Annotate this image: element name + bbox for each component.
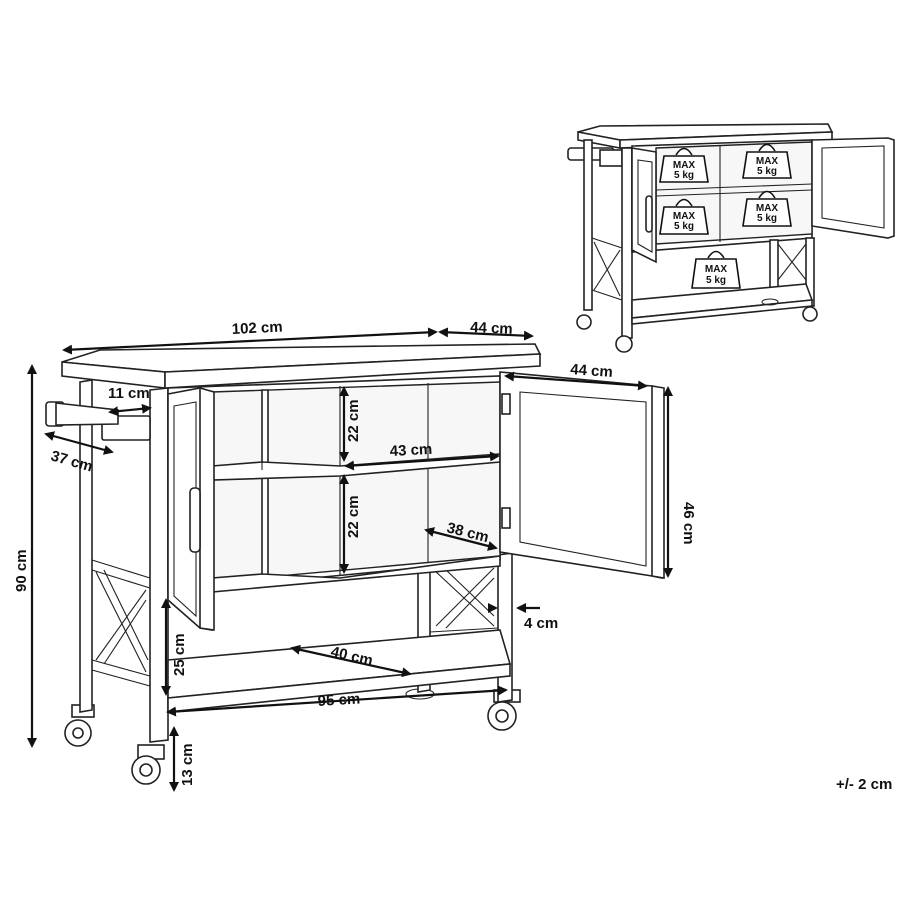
dimension-width-top: 102 cm bbox=[231, 319, 283, 338]
weight-label-kg: 5 kg bbox=[674, 221, 694, 232]
weight-label-max: MAX bbox=[673, 160, 696, 171]
dimension-ground-clearance: 13 cm bbox=[179, 743, 196, 786]
tolerance-note: +/- 2 cm bbox=[836, 776, 892, 793]
dimension-lines bbox=[27, 327, 673, 792]
weight-icon: MAX 5 kg bbox=[742, 190, 792, 227]
dimension-upper-shelf-height: 22 cm bbox=[345, 399, 362, 442]
weight-label-kg: 5 kg bbox=[706, 275, 726, 286]
weight-icon: MAX 5 kg bbox=[691, 250, 741, 289]
left-door bbox=[167, 386, 215, 631]
weight-label-kg: 5 kg bbox=[757, 166, 777, 177]
weight-label-max: MAX bbox=[705, 264, 728, 275]
dimension-door-width: 44 cm bbox=[570, 361, 614, 381]
wheel-front-left bbox=[131, 744, 165, 785]
dimension-frame-thickness: 4 cm bbox=[524, 615, 558, 632]
cabinet-body bbox=[167, 375, 501, 593]
dimension-bottom-shelf-width: 95 cm bbox=[317, 690, 361, 710]
load-capacity-drawing bbox=[567, 123, 895, 353]
weight-label-max: MAX bbox=[673, 211, 696, 222]
dimension-handle-offset: 11 cm bbox=[108, 385, 150, 402]
dimension-door-height: 46 cm bbox=[680, 502, 697, 545]
weight-icon: MAX 5 kg bbox=[659, 147, 709, 183]
dimension-lower-compartment-height: 22 cm bbox=[345, 495, 362, 538]
towel-bar bbox=[45, 401, 151, 441]
weight-icon: MAX 5 kg bbox=[742, 143, 792, 179]
right-door bbox=[499, 371, 665, 579]
dimension-bottom-shelf-clearance: 25 cm bbox=[171, 633, 188, 676]
weight-label-max: MAX bbox=[756, 203, 779, 214]
weight-icon: MAX 5 kg bbox=[659, 198, 709, 235]
dimension-interior-width: 43 cm bbox=[389, 441, 432, 460]
weight-label-kg: 5 kg bbox=[674, 170, 694, 181]
dimension-depth-top: 44 cm bbox=[470, 319, 513, 338]
dimension-total-height: 90 cm bbox=[13, 549, 30, 592]
weight-label-kg: 5 kg bbox=[757, 213, 777, 224]
weight-label-max: MAX bbox=[756, 156, 779, 167]
